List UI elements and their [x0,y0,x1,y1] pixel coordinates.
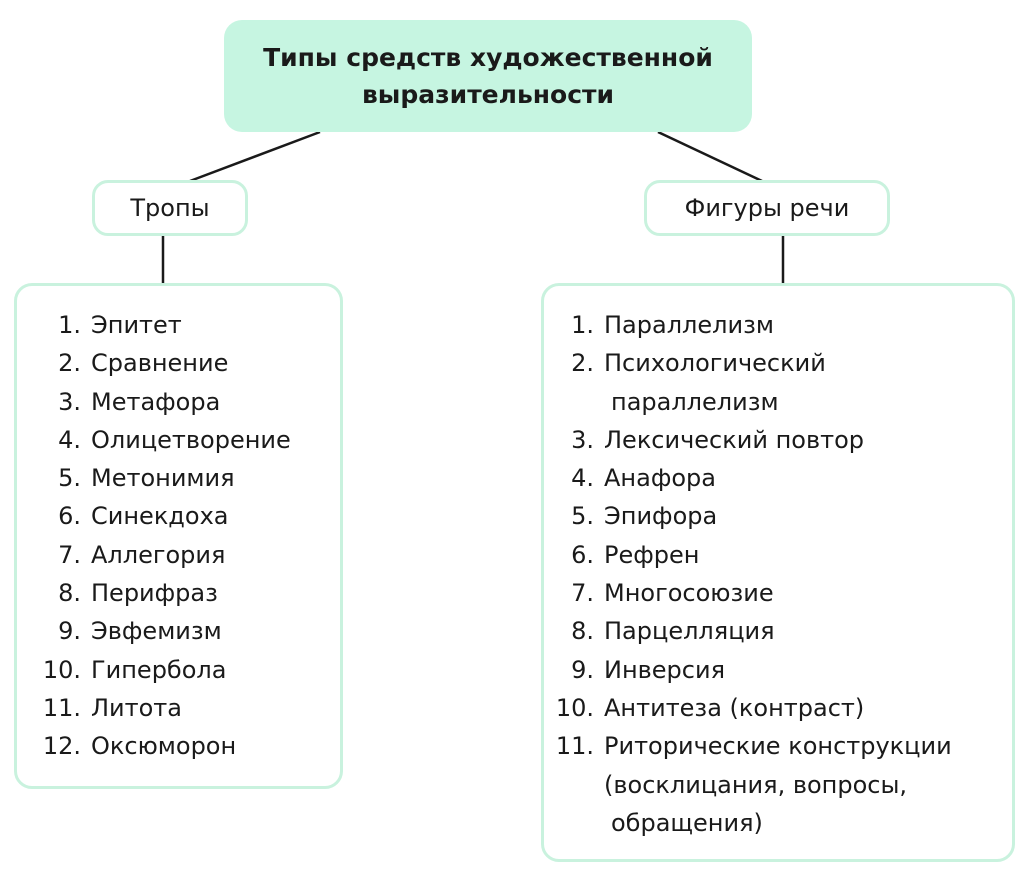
figure-item: 1. Параллелизм [544,306,1012,344]
trope-label: Литота [91,693,182,722]
trope-number: 10. [42,655,81,684]
figure-number: 4. [571,464,594,493]
figure-label: Рефрен [604,540,700,569]
figure-label: Инверсия [604,655,726,684]
trope-number: 9. [58,617,81,646]
trope-label: Перифраз [91,579,218,608]
trope-label: Сравнение [91,349,229,378]
trope-number: 8. [58,579,81,608]
trope-item: 8. Перифраз [17,574,340,612]
trope-item: 1. Эпитет [17,306,340,344]
trope-item: 6. Синекдоха [17,497,340,535]
figure-item-continuation: параллелизм [611,387,779,416]
trope-item: 7. Аллегория [17,536,340,574]
figure-number: 5. [571,502,594,531]
trope-label: Аллегория [91,540,226,569]
trope-label: Оксюморон [91,732,237,761]
trope-item: 10. Гипербола [17,651,340,689]
figure-number: 10. [555,693,594,722]
root-title: Типы средств художественной выразительно… [263,43,713,109]
trope-number: 12. [42,732,81,761]
figure-label: Эпифора [604,502,718,531]
figures-list-box: 1. Параллелизм 2. Психологический параллел… [541,283,1015,862]
trope-label: Гипербола [91,655,227,684]
trope-item: 4. Олицетворение [17,421,340,459]
trope-number: 11. [42,693,81,722]
figure-item: 5. Эпифора [544,497,1012,535]
trope-number: 7. [58,540,81,569]
tropes-node: Тропы [92,180,248,236]
figure-number: 7. [571,579,594,608]
trope-number: 6. [58,502,81,531]
trope-label: Метонимия [91,464,235,493]
figure-item-continuation: обращения) [611,808,763,837]
trope-label: Синекдоха [91,502,229,531]
figure-item: 8. Парцелляция [544,612,1012,650]
trope-label: Олицетворение [91,425,291,454]
trope-number: 5. [58,464,81,493]
figure-label: Антитеза (контраст) [604,693,865,722]
figure-number: 3. [571,425,594,454]
trope-number: 2. [58,349,81,378]
trope-item: 12. Оксюморон [17,727,340,765]
figures-list: 1. Параллелизм 2. Психологический параллел… [544,306,1012,842]
trope-number: 1. [58,311,81,339]
figure-item: 9. Инверсия [544,651,1012,689]
trope-item: 9. Эвфемизм [17,612,340,650]
connector-root-to-tropes [189,130,321,183]
trope-item: 2. Сравнение [17,344,340,382]
figure-label: Параллелизм [604,311,774,339]
figures-heading: Фигуры речи [684,194,850,222]
figure-label: Риторические конструкции [604,732,952,761]
figure-item-continuation: (восклицания, вопросы, [604,770,908,799]
figure-label: Лексический повтор [604,425,864,454]
figure-item: 4. Анафора [544,459,1012,497]
figure-number: 1. [571,311,594,339]
figure-number: 9. [571,655,594,684]
figure-item: 3. Лексический повтор [544,421,1012,459]
trope-label: Эвфемизм [91,617,222,646]
figure-item: 6. Рефрен [544,536,1012,574]
figure-label: Парцелляция [604,617,775,646]
trope-item: 3. Метафора [17,383,340,421]
figure-number: 8. [571,617,594,646]
figure-item: 7. Многосоюзие [544,574,1012,612]
figure-number: 2. [571,349,594,378]
root-node: Типы средств художественной выразительно… [224,20,752,132]
figure-label: Анафора [604,464,716,493]
tropes-list: 1. Эпитет 2. Сравнение 3. Метафора 4. Олицет… [17,306,340,766]
figure-label: Психологический [604,349,826,378]
figure-label: Многосоюзие [604,579,774,608]
trope-item: 5. Метонимия [17,459,340,497]
trope-label: Метафора [91,387,221,416]
tropes-list-box: 1. Эпитет 2. Сравнение 3. Метафора 4. Олицет… [14,283,343,789]
figure-number: 6. [571,540,594,569]
figure-item: 10. Антитеза (контраст) [544,689,1012,727]
figure-number: 11. [555,732,594,761]
connector-root-to-figures [657,130,763,183]
figures-node: Фигуры речи [644,180,890,236]
tropes-heading: Тропы [130,194,210,222]
trope-number: 4. [58,425,81,454]
figure-item: 11. Риторические конструкции [544,727,1012,765]
trope-number: 3. [58,387,81,416]
figure-item: 2. Психологический [544,344,1012,382]
trope-item: 11. Литота [17,689,340,727]
trope-label: Эпитет [91,311,182,339]
